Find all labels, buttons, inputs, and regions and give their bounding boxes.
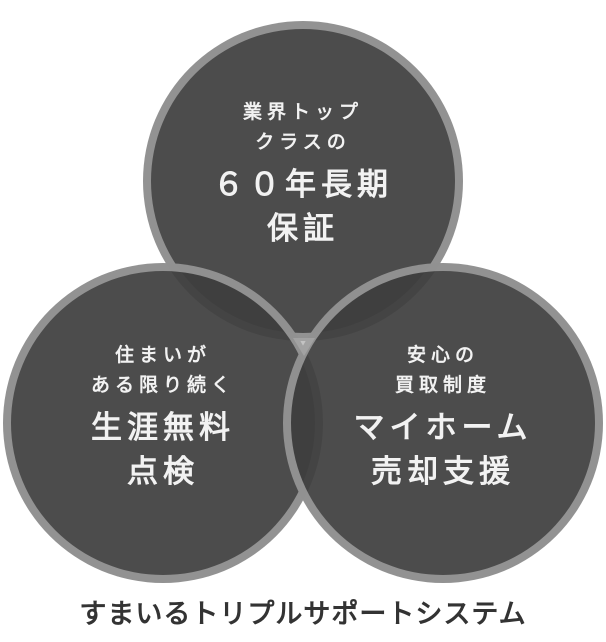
top-sub-line2: クラスの <box>255 131 351 153</box>
left-sub-line1: 住まいが <box>114 344 211 366</box>
label-bottom-right: 安心の 買取制度 マイホーム 売却支援 <box>283 340 603 494</box>
diagram-title: すまいるトリプルサポートシステム <box>79 599 527 630</box>
label-top: 業界トップ クラスの ６０年長期 保証 <box>143 97 463 251</box>
right-sub-line2: 買取制度 <box>394 374 491 396</box>
top-sub-line1: 業界トップ <box>242 101 363 123</box>
left-main-line2: 点検 <box>127 454 199 490</box>
top-main-line1: ６０年長期 <box>213 167 393 203</box>
left-sub-line2: ある限り続く <box>90 374 235 396</box>
left-main-line1: 生涯無料 <box>91 410 235 446</box>
top-main-line2: 保証 <box>267 211 339 247</box>
circle-bottom-left <box>3 263 323 583</box>
right-sub-line1: 安心の <box>406 344 479 366</box>
right-main-line1: マイホーム <box>353 410 533 446</box>
right-main-line2: 売却支援 <box>371 454 515 490</box>
center-triangle-mark <box>293 338 315 356</box>
circle-bottom-right <box>283 263 603 583</box>
label-bottom-left: 住まいが ある限り続く 生涯無料 点検 <box>3 340 323 494</box>
